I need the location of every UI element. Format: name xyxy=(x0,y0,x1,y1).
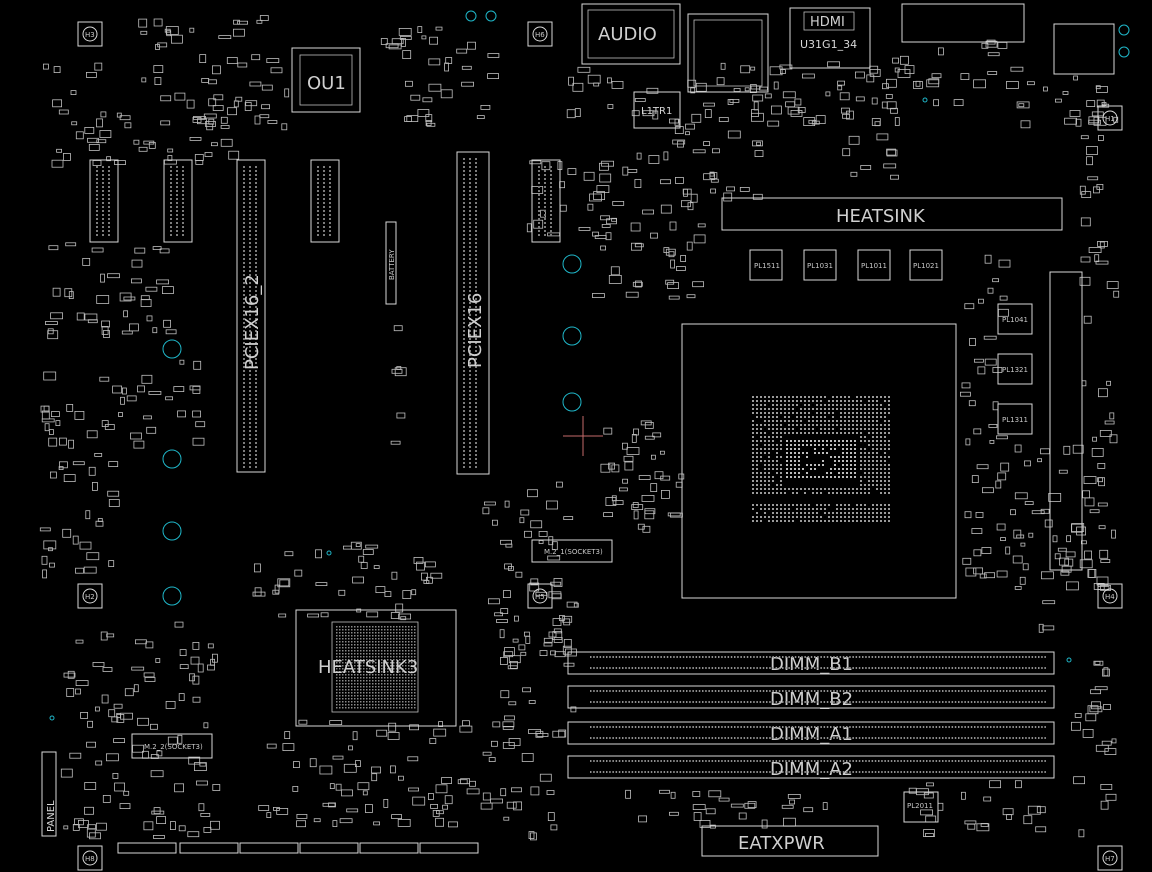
dimm-a2-label: DIMM_A2 xyxy=(770,759,853,780)
mount-hole-h8[interactable]: H8 xyxy=(77,845,103,871)
pciex16-slot[interactable]: PCIEX16 xyxy=(456,151,490,475)
h7-label: H7 xyxy=(1105,855,1115,863)
heatsink3-label: HEATSINK3 xyxy=(318,657,418,678)
pl1011-label: PL1011 xyxy=(861,262,887,270)
crosshair-cursor xyxy=(563,416,603,456)
smd-component-field xyxy=(39,15,1120,841)
mount-hole-h2[interactable]: H2 xyxy=(77,583,103,609)
hdmi-label: HDMI xyxy=(810,15,845,30)
rj45-connector[interactable] xyxy=(687,13,769,93)
mount-hole-h7[interactable]: H7 xyxy=(1097,845,1123,871)
pl1321-label: PL1321 xyxy=(1002,366,1028,374)
right-heatsink[interactable] xyxy=(1049,271,1083,571)
eatxpwr-connector[interactable]: EATXPWR xyxy=(701,825,879,857)
dimm-b2-label: DIMM_B2 xyxy=(770,689,853,710)
dimm-a2-slot[interactable]: DIMM_A2 xyxy=(567,755,1055,780)
vrm-heatsink[interactable]: HEATSINK xyxy=(721,197,1063,231)
pl1041-label: PL1041 xyxy=(1002,316,1028,324)
vrm-chokes[interactable]: PL1511 PL1031 PL1011 PL1021 PL1041 PL132… xyxy=(749,249,1033,823)
m2-2-socket[interactable]: M.2_2(SOCKET3) xyxy=(131,733,213,759)
pciex16-2-slot[interactable]: PCIEX16_2 xyxy=(236,159,266,473)
audio-connector[interactable]: AUDIO xyxy=(581,3,681,65)
dimm-b2-slot[interactable]: DIMM_B2 xyxy=(567,685,1055,710)
heatsink-label: HEATSINK xyxy=(836,206,926,227)
mount-hole-h5[interactable]: H5 xyxy=(527,583,553,609)
pciex1-slots[interactable] xyxy=(89,159,561,243)
h6-label: H6 xyxy=(535,31,545,39)
battery-label: BATTERY xyxy=(388,249,396,280)
h8-label: H8 xyxy=(85,855,95,863)
pl1511-label: PL1511 xyxy=(754,262,780,270)
hdmi-connector[interactable]: HDMI U31G1_34 xyxy=(789,7,871,69)
battery-holder[interactable]: BATTERY xyxy=(385,221,397,305)
m2-1-label: M.2_1(SOCKET3) xyxy=(544,548,603,556)
mount-hole-h6[interactable]: H6 xyxy=(527,21,553,47)
ou1-label: OU1 xyxy=(307,73,346,94)
eatxpwr-label: EATXPWR xyxy=(738,833,825,854)
dimm-a1-slot[interactable]: DIMM_A1 xyxy=(567,721,1055,745)
m2-1-socket[interactable]: M.2_1(SOCKET3) xyxy=(531,539,613,563)
dimm-b1-slot[interactable]: DIMM_B1 xyxy=(567,651,1055,675)
h5-label: H5 xyxy=(535,593,545,601)
mount-hole-h3[interactable]: H3 xyxy=(77,21,103,47)
pl1021-label: PL1021 xyxy=(913,262,939,270)
pciex16-label: PCIEX16 xyxy=(465,293,486,368)
l1tr1-label: L1TR1 xyxy=(641,106,672,117)
pciex16-2-label: PCIEX16_2 xyxy=(242,274,263,370)
panel-label: PANEL xyxy=(46,800,57,832)
h3-label: H3 xyxy=(85,31,95,39)
cpu-socket[interactable] xyxy=(681,323,957,599)
chipset-heatsink3[interactable]: HEATSINK3 xyxy=(295,609,457,727)
audio-label: AUDIO xyxy=(598,24,657,45)
pch-bga xyxy=(336,626,416,709)
standoff-holes xyxy=(49,10,1130,721)
cpu-socket-pins xyxy=(752,396,890,522)
l1tr1-component[interactable]: L1TR1 xyxy=(633,91,681,129)
mount-hole-h1[interactable]: H1 xyxy=(1097,105,1123,131)
usb-connector-top[interactable] xyxy=(901,3,1025,43)
mount-hole-h4[interactable]: H4 xyxy=(1097,583,1123,609)
h4-label: H4 xyxy=(1105,593,1115,601)
pl1031-label: PL1031 xyxy=(807,262,833,270)
h1-label: H1 xyxy=(1105,115,1115,123)
pl1311-label: PL1311 xyxy=(1002,416,1028,424)
pl2011-label: PL2011 xyxy=(907,802,933,810)
panel-header[interactable]: PANEL xyxy=(41,751,57,837)
sata-connectors[interactable] xyxy=(117,842,479,854)
dimm-b1-label: DIMM_B1 xyxy=(770,654,853,675)
u31g1-label: U31G1_34 xyxy=(800,38,857,51)
dimm-pins xyxy=(590,656,1046,773)
ou1-chip[interactable]: OU1 xyxy=(291,47,361,113)
dimm-a1-label: DIMM_A1 xyxy=(770,724,853,745)
usb-connector-right[interactable] xyxy=(1053,23,1115,75)
h2-label: H2 xyxy=(85,593,95,601)
m2-2-label: M.2_2(SOCKET3) xyxy=(144,743,203,751)
